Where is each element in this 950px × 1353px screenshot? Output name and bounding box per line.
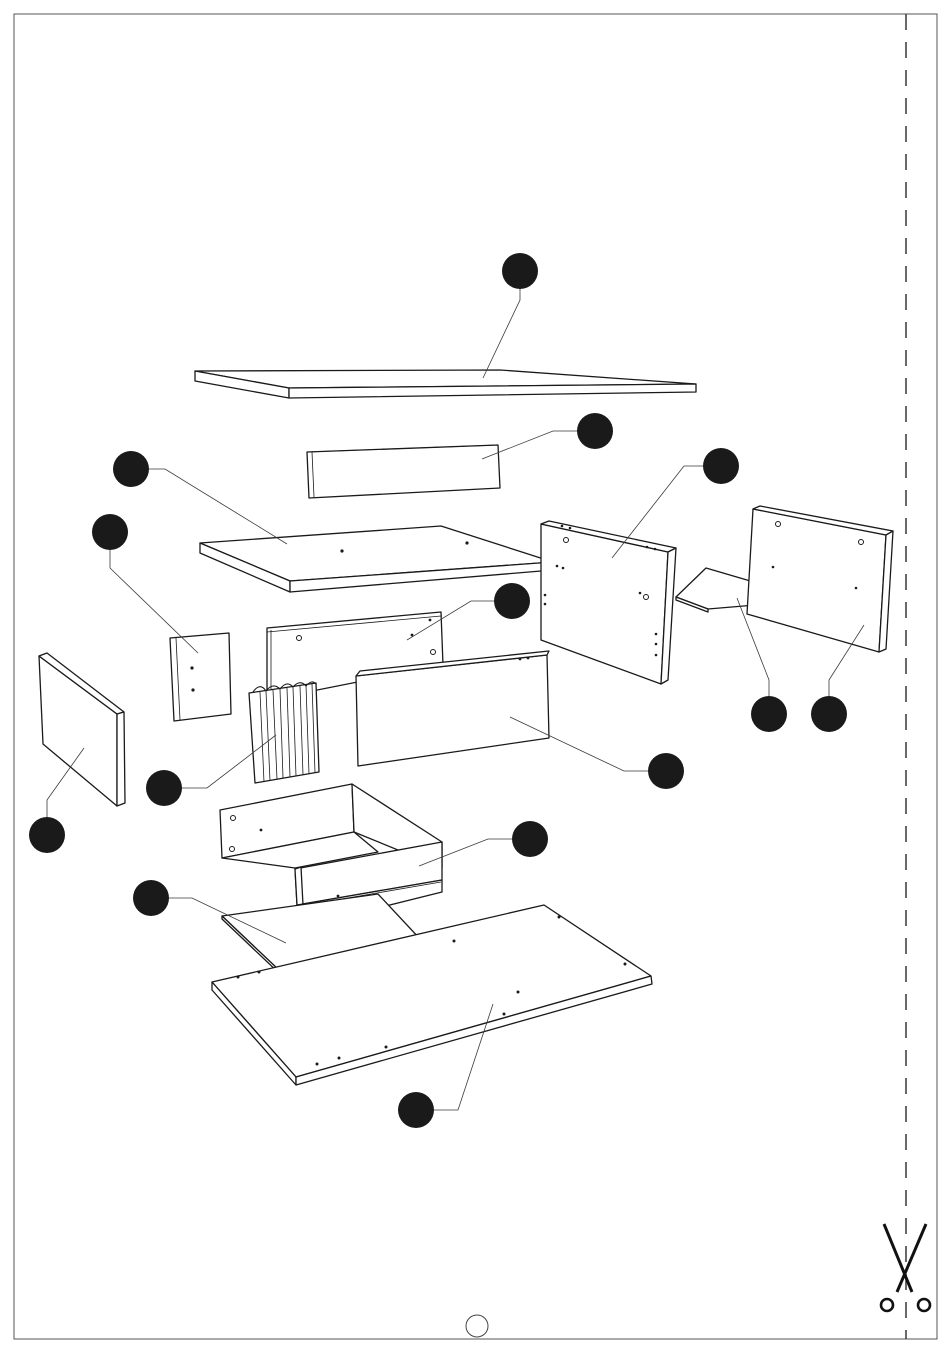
callout-small-side-panel bbox=[92, 514, 128, 550]
back-strip bbox=[307, 445, 500, 498]
callout-right-shelf bbox=[751, 696, 787, 732]
far-right-panel bbox=[747, 506, 893, 652]
callout-middle-shelf bbox=[113, 451, 149, 487]
right-side-panel bbox=[541, 521, 676, 684]
small-side-panel bbox=[170, 633, 231, 721]
front-panel bbox=[356, 651, 549, 766]
middle-shelf bbox=[200, 526, 553, 592]
callout-inner-back-panel bbox=[494, 583, 530, 619]
left-end-panel bbox=[39, 653, 125, 806]
callout-far-right-panel bbox=[811, 696, 847, 732]
callout-front-panel bbox=[648, 753, 684, 789]
callout-right-side-panel bbox=[703, 448, 739, 484]
callout-left-end-panel bbox=[29, 817, 65, 853]
callout-drawer-box bbox=[512, 821, 548, 857]
page-number-circle bbox=[466, 1315, 488, 1337]
callout-base-panel bbox=[398, 1092, 434, 1128]
scissors-icon bbox=[881, 1224, 930, 1311]
callout-fluted-panel bbox=[146, 770, 182, 806]
top-panel bbox=[195, 370, 696, 398]
callout-top-panel bbox=[502, 253, 538, 289]
fluted-panel bbox=[249, 682, 319, 783]
callout-back-strip bbox=[577, 413, 613, 449]
callout-drawer-bottom bbox=[133, 880, 169, 916]
